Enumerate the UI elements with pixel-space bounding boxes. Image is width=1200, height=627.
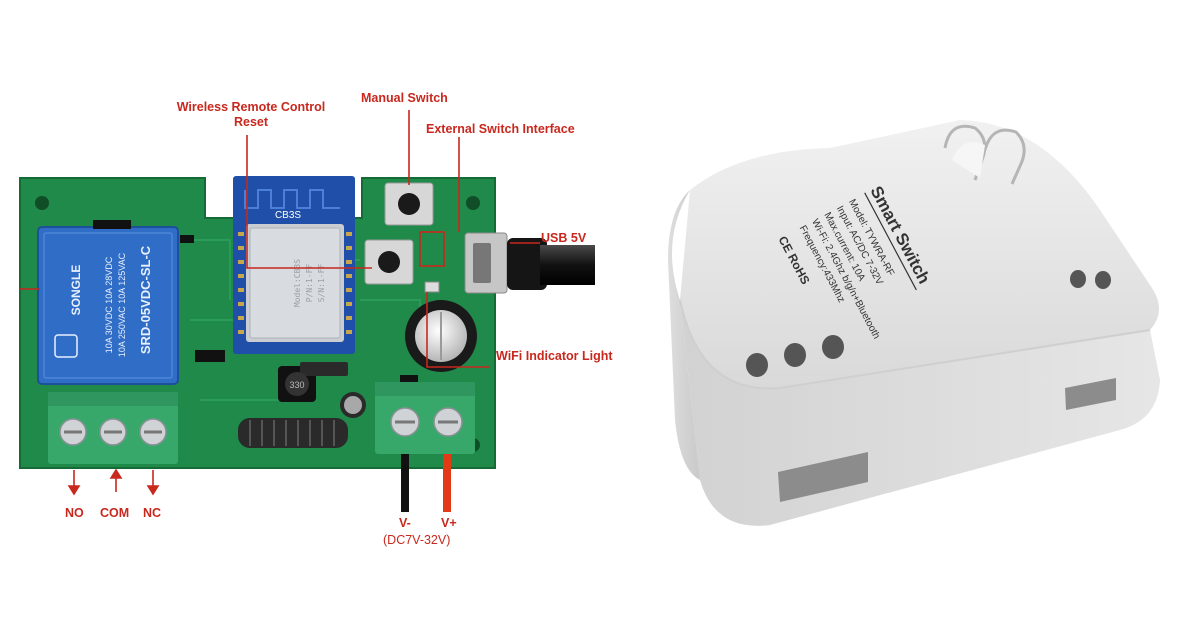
label-v-plus: V+ (441, 516, 457, 530)
svg-text:P/N:1-FF: P/N:1-FF (305, 264, 314, 303)
wifi-indicator-led (424, 281, 440, 293)
relay-rating-line1: 10A 250VAC 10A 125VAC (117, 252, 127, 357)
label-v-minus: V- (399, 516, 411, 530)
capacitor (405, 300, 477, 372)
relay-brand-text: SONGLE (69, 265, 83, 316)
usb-connector (464, 232, 547, 294)
relay-terminal-block (48, 392, 178, 464)
svg-text:S/N:1-FF: S/N:1-FF (317, 264, 326, 303)
label-wireless-reset: Wireless Remote Control Reset (176, 100, 326, 130)
coil-text: 330 (289, 380, 304, 390)
label-wireless-reset-line1: Wireless Remote Control (176, 100, 326, 114)
manual-switch-button (384, 182, 434, 226)
relay-model-text: SRD-05VDC-SL-C (138, 245, 153, 354)
relay-rating-line2: 10A 30VDC 10A 28VDC (104, 256, 114, 353)
smart-switch-case: Smart Switch Model: TYWRA-RF Input: AC/D… (668, 120, 1160, 526)
label-wifi-indicator: WiFi Indicator Light (496, 349, 613, 363)
svg-text:Model:CB3S: Model:CB3S (293, 259, 302, 307)
terminal-arrows (67, 468, 160, 496)
label-wireless-reset-line2: Reset (233, 115, 269, 129)
reset-button (364, 239, 414, 285)
label-dc-range: (DC7V-32V) (383, 533, 451, 547)
callout-lines (20, 110, 540, 368)
wire-positive (443, 454, 451, 512)
module-name-text: CB3S (275, 210, 301, 221)
wire-negative (401, 454, 409, 512)
usb-cable (540, 245, 595, 285)
power-terminal-block (375, 382, 475, 454)
label-no: NO (65, 506, 84, 520)
rf-antenna-coil (238, 418, 348, 448)
label-com: COM (100, 506, 130, 520)
label-manual-switch: Manual Switch (361, 91, 448, 105)
pcb-board: SRD-05VDC-SL-C 10A 250VAC 10A 125VAC 10A… (19, 176, 595, 512)
relay: SRD-05VDC-SL-C 10A 250VAC 10A 125VAC 10A… (37, 226, 179, 385)
cb3s-wifi-module: CB3S Model:CB3S P/N:1-FF S/N:1-FF (233, 176, 355, 354)
label-external-switch: External Switch Interface (426, 122, 575, 136)
label-usb: USB 5V (541, 231, 587, 245)
label-nc: NC (143, 506, 162, 520)
